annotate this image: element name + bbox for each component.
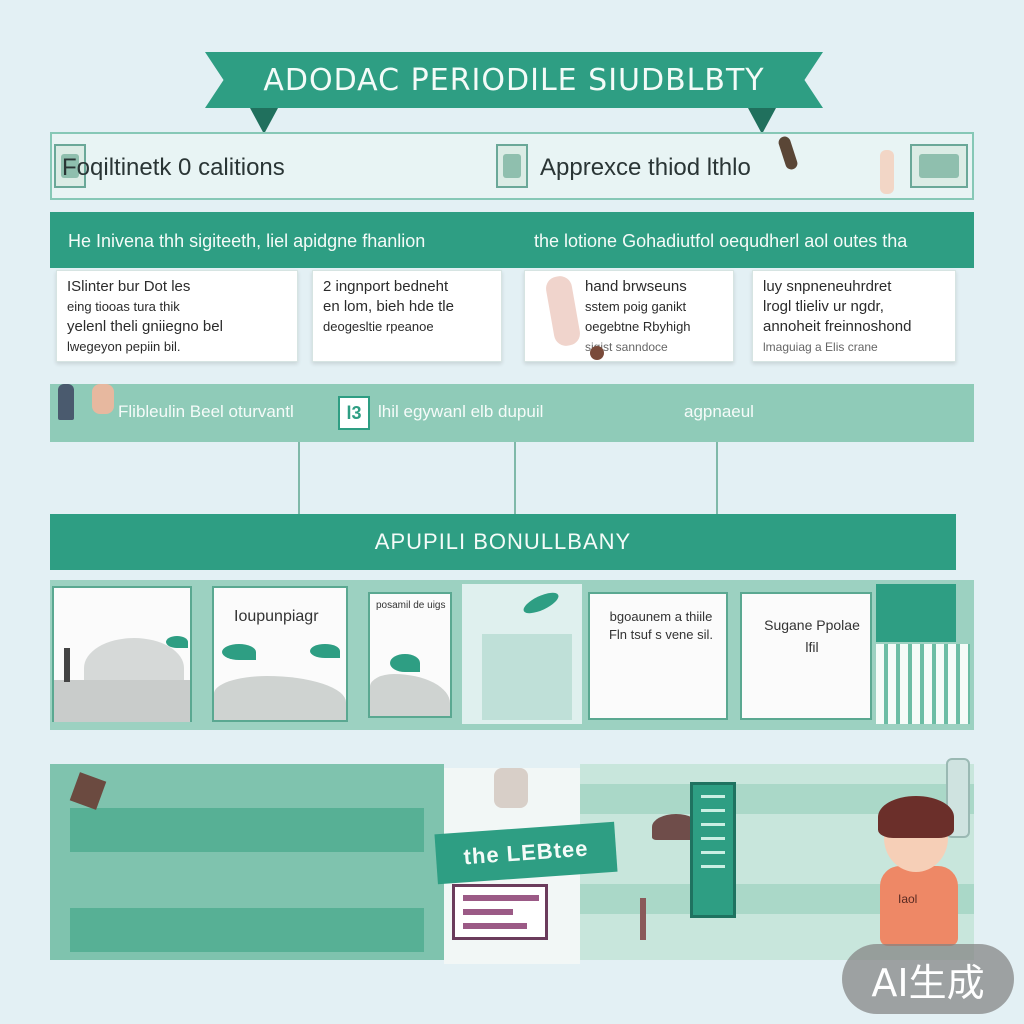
card-line: sstem poig ganikt [585,299,687,314]
info-card: hand brwseuns sstem poig ganikt oegebtne… [524,270,734,362]
leaf-icon [390,654,420,672]
top-ribbon-banner: ADODAC PERIODILE SIUDBLBTY [205,52,823,108]
info-card: luy snpneneuhrdret lrogl tlieliv ur ngdr… [752,270,956,362]
character-badge: Iaol [898,892,918,906]
leaf-icon [222,644,256,660]
dot-decoration-icon [590,346,604,360]
subtitle-right-text: the lotione Gohadiutfol oequdherl aol ou… [534,231,908,251]
figure-decoration-icon [880,150,894,194]
mid-badge: l3 [338,396,370,430]
card-line: lwegeyon pepiin bil. [67,339,181,354]
connector-line [514,442,516,514]
card-line: yelenl theli gniiegno bel [67,318,223,335]
card-line: en lom, bieh hde tle [323,298,454,315]
page-title: ADODAC PERIODILE SIUDBLBTY [263,62,765,98]
picture-frame-icon [910,144,968,188]
card-line: ISlinter bur Dot les [67,278,191,295]
pole-icon [64,648,70,682]
gallery-tile-label: Ioupunpiagr [234,608,319,625]
mid-right-text: agpnaeul [684,402,754,421]
mid-center-text: lhil egywanl elb dupuil [378,402,544,421]
ai-generated-badge: AI生成 [842,944,1014,1014]
info-card: 2 ingnport bedneht en lom, bieh hde tle … [312,270,502,362]
card-line: sigist sanndoce [585,340,668,354]
gallery-tile-label: bgoaunem a thiile Fln tsuf s vene sil. [608,609,714,642]
screen-panel [452,884,548,940]
portrait-frame-icon [496,144,528,188]
mid-left-text: Flibleulin Beel oturvantl [118,402,294,421]
subtitle-bar: He Inivena thh sigiteeth, liel apidgne f… [50,212,974,268]
card-line: eing tiooas tura thik [67,299,180,314]
leaf-icon [520,588,562,618]
figure-decoration-icon [58,384,74,420]
info-card: ISlinter bur Dot les eing tiooas tura th… [56,270,298,362]
section-title: APUPILI BONULLBANY [374,529,632,554]
ribbon-tail-right [748,108,776,134]
card-line: deogesltie rpeanoe [323,319,434,334]
card-line: luy snpneneuhrdret [763,278,892,295]
gallery-tile-label: posamil de uigs [376,600,446,611]
gallery-tile: bgoaunem a thiile Fln tsuf s vene sil. [588,592,728,720]
mid-band: Flibleulin Beel oturvantl l3 lhil egywan… [50,384,974,442]
portrait-frame-icon [54,144,86,188]
gallery-tile-label: Sugane Ppolae lfil [764,617,860,655]
pole-icon [640,898,646,940]
connector-line [298,442,300,514]
character-hair [878,796,954,838]
header-right-title: Apprexce thiod lthlo [540,154,751,181]
subtitle-left-text: He Inivena thh sigiteeth, liel apidgne f… [68,231,426,251]
tower-panel [690,782,736,918]
card-line: hand brwseuns [585,278,687,295]
card-line: oegebtne Rbyhigh [585,319,691,334]
character-body [880,866,958,946]
header-left-title: Foqiltinetk 0 calitions [62,154,285,181]
card-line: 2 ingnport bedneht [323,278,449,295]
ai-badge-text: AI生成 [871,960,985,1005]
building-icon [482,634,572,720]
section-banner: APUPILI BONULLBANY [50,514,956,570]
gallery-tile: posamil de uigs [368,592,452,718]
gallery-tile-illustration [462,584,582,724]
sign-text: the LEBtee [462,835,590,870]
figure-decoration-icon [92,384,114,414]
green-panel [876,584,956,642]
card-line: annoheit freinnoshond [763,318,912,335]
card-line: lmaguiag a Elis crane [763,340,878,354]
leaf-icon [310,644,340,658]
gallery-tile: Sugane Ppolae lfil [740,592,872,720]
bottom-left-panel [50,764,444,960]
ribbon-tail-left [250,108,278,134]
gallery-tile: Ioupunpiagr [212,586,348,722]
connector-line [716,442,718,514]
leaf-icon [166,636,188,648]
striped-panel [876,644,970,724]
robot-decoration-icon [494,768,528,808]
gallery-tile [52,586,192,722]
card-line: lrogl tlieliv ur ngdr, [763,298,884,315]
